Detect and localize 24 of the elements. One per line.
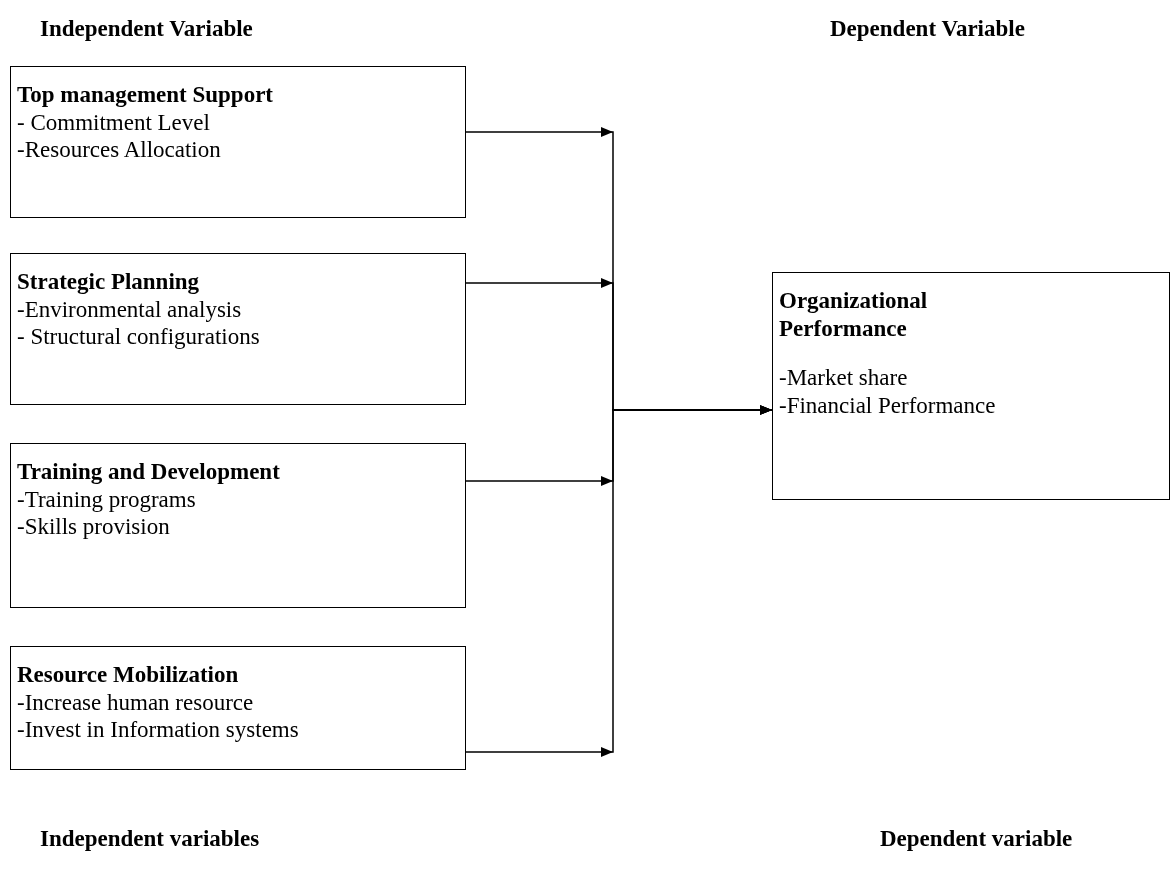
box-heading: Strategic Planning — [17, 268, 201, 296]
bullet-item: -Invest in Information systems — [17, 716, 300, 744]
bullet-item: -Environmental analysis — [17, 295, 243, 324]
bullet-item: -Increase human resource — [17, 688, 255, 717]
box-heading: Organizational Performance — [779, 287, 929, 343]
section-heading: Independent Variable — [40, 16, 253, 42]
section-heading: Dependent variable — [880, 826, 1073, 852]
variable-box — [10, 66, 466, 218]
bullet-item: -Training programs — [17, 485, 197, 514]
bullet-item: -Financial Performance — [779, 391, 997, 420]
box-heading: Top management Support — [17, 81, 275, 109]
variable-box — [10, 646, 466, 770]
bullet-item: -Market share — [779, 364, 909, 392]
box-heading: Training and Development — [17, 458, 281, 486]
bullet-item: - Commitment Level — [17, 108, 211, 137]
variable-box — [10, 443, 466, 608]
section-heading: Independent variables — [40, 826, 260, 852]
bullet-item: -Skills provision — [17, 513, 171, 541]
variable-box — [772, 272, 1170, 500]
variable-box — [10, 253, 466, 405]
bullet-item: - Structural configurations — [17, 323, 261, 351]
bullet-item: -Resources Allocation — [17, 136, 222, 164]
box-heading: Resource Mobilization — [17, 661, 240, 689]
section-heading: Dependent Variable — [830, 16, 1025, 42]
